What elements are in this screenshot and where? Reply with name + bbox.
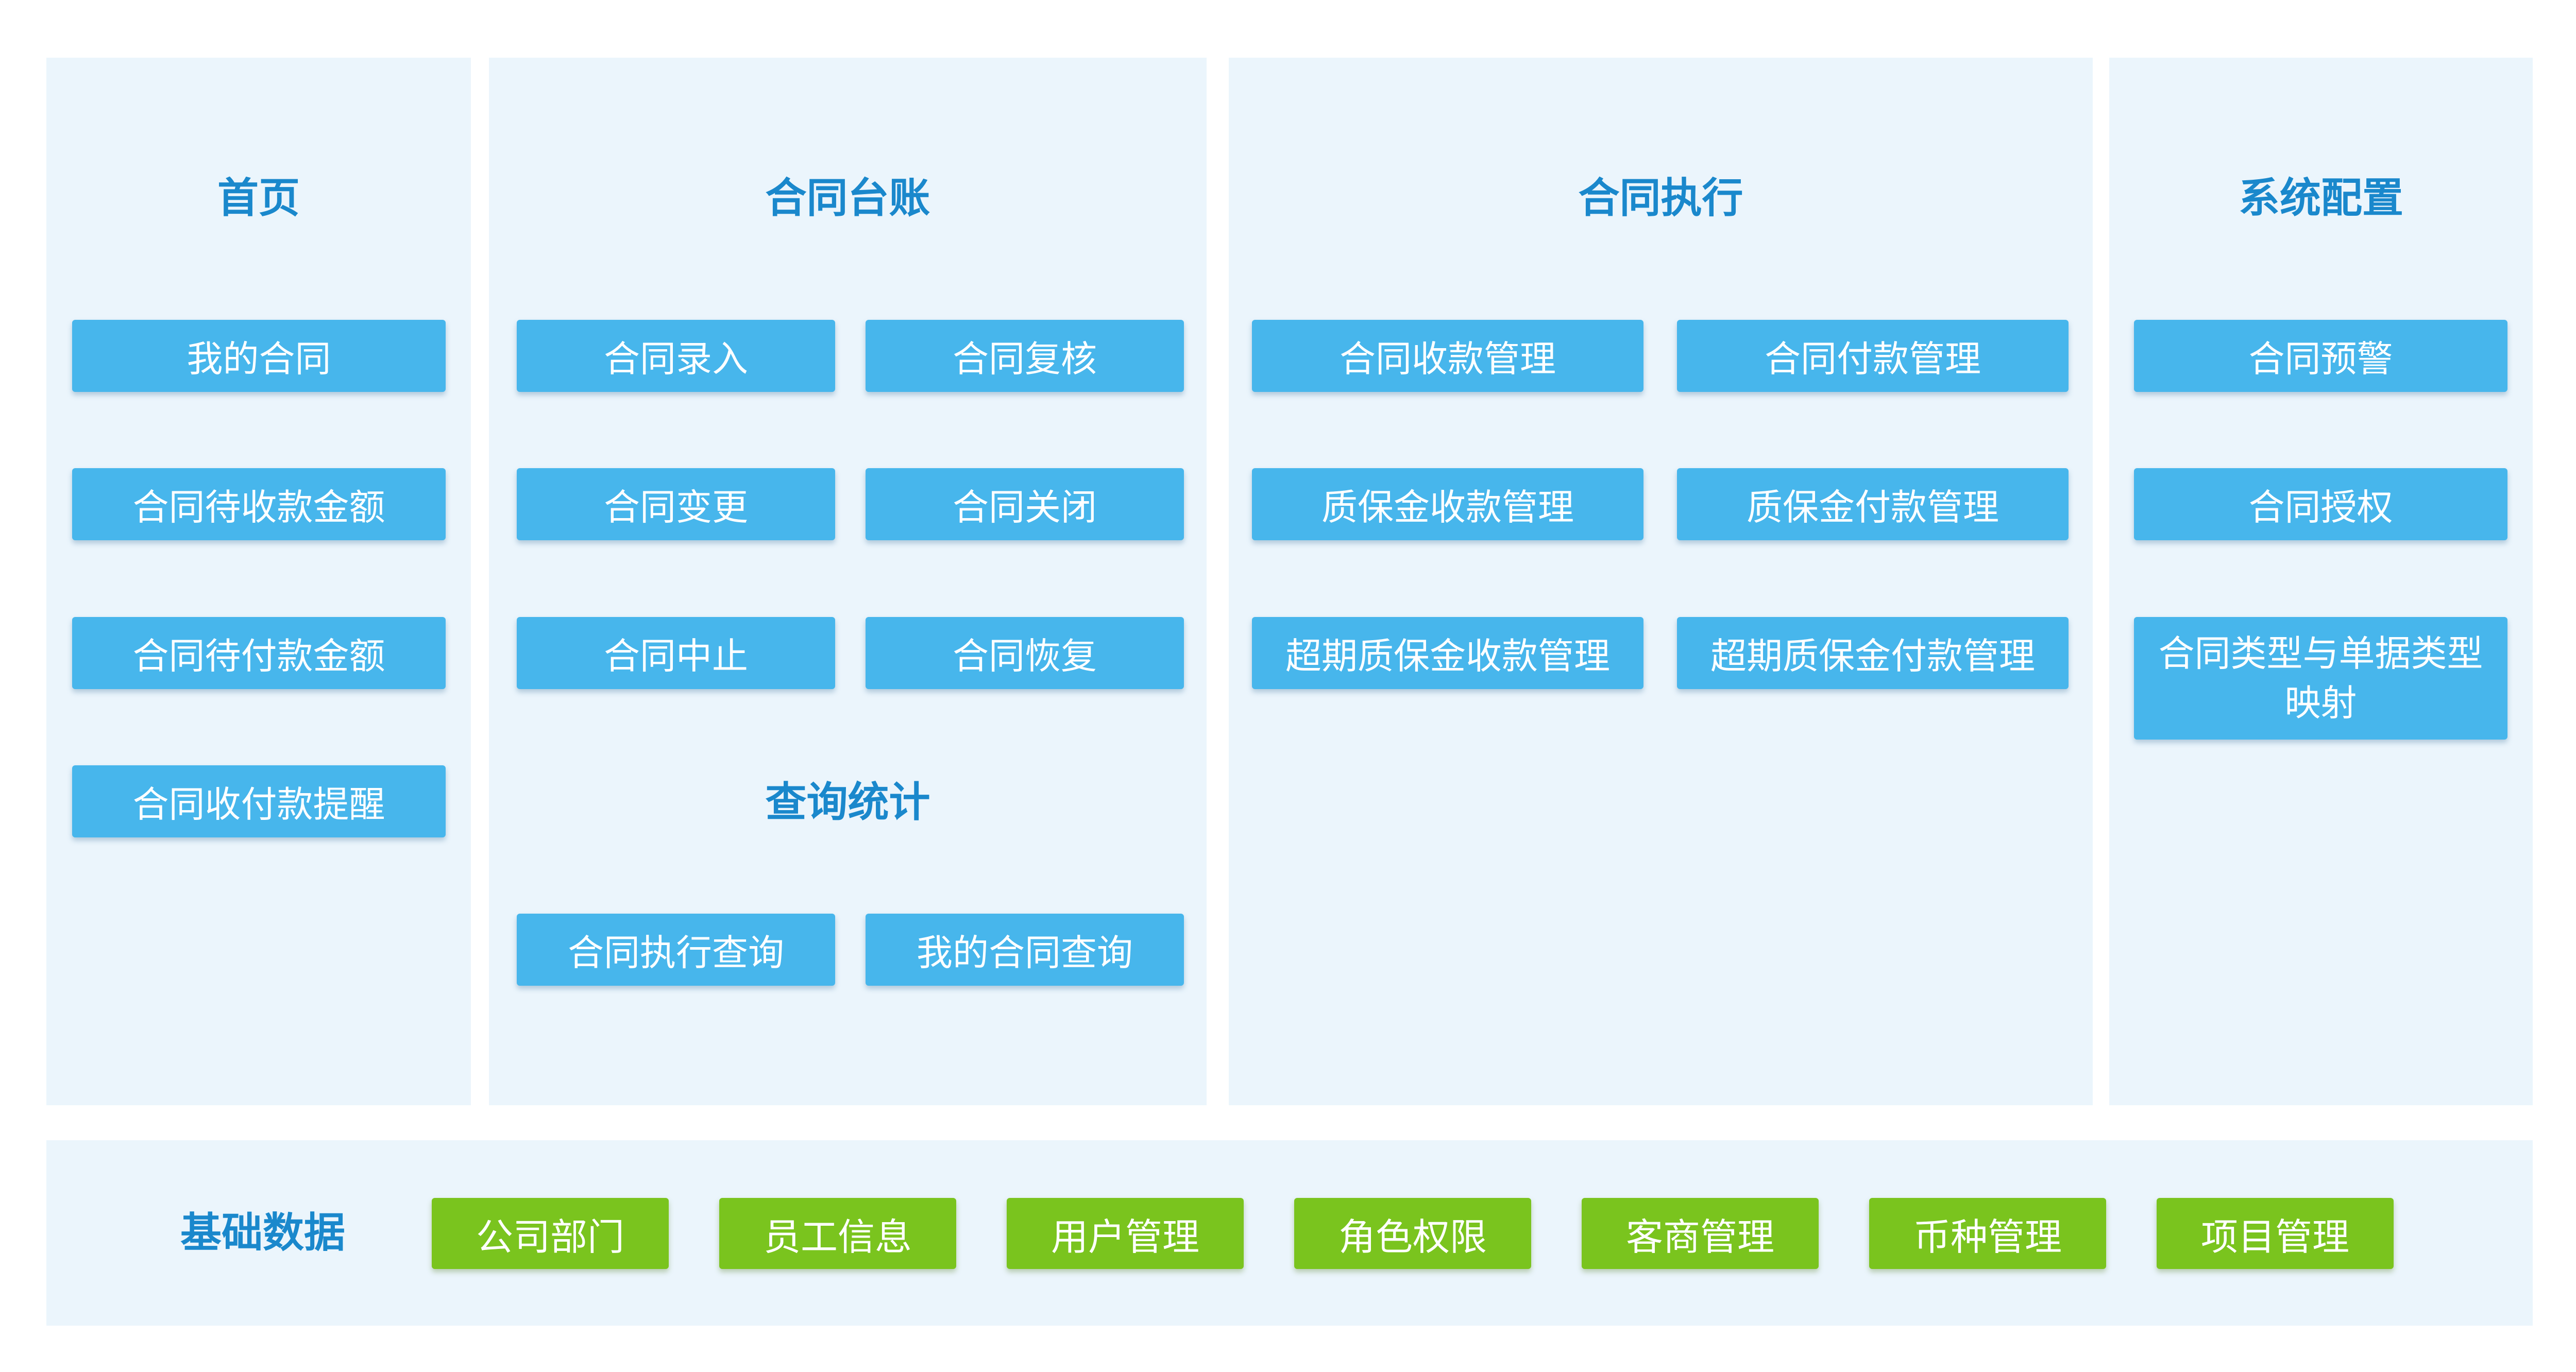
btn-contract-payment-reminder[interactable]: 合同收付款提醒: [72, 765, 446, 837]
btn-contract-authorization[interactable]: 合同授权: [2134, 468, 2507, 540]
heading-home: 首页: [217, 174, 300, 222]
heading-contract-ledger: 合同台账: [765, 174, 930, 222]
heading-system-config: 系统配置: [2239, 174, 2403, 222]
btn-contract-resume[interactable]: 合同恢复: [866, 617, 1184, 689]
btn-contract-suspend[interactable]: 合同中止: [517, 617, 835, 689]
btn-contract-pending-receipt[interactable]: 合同待收款金额: [72, 468, 446, 540]
btn-contract-review[interactable]: 合同复核: [866, 320, 1184, 392]
btn-contract-close[interactable]: 合同关闭: [866, 468, 1184, 540]
btn-overdue-warranty-payment-mgmt[interactable]: 超期质保金付款管理: [1677, 617, 2069, 689]
btn-contract-type-doc-type-mapping[interactable]: 合同类型与单据类型映射: [2134, 617, 2507, 740]
btn-contract-execution-query[interactable]: 合同执行查询: [517, 914, 835, 986]
btn-contract-change[interactable]: 合同变更: [517, 468, 835, 540]
btn-employee-info[interactable]: 员工信息: [719, 1198, 956, 1269]
panel-home: [46, 58, 471, 1105]
btn-contract-entry[interactable]: 合同录入: [517, 320, 835, 392]
btn-customer-supplier-mgmt[interactable]: 客商管理: [1582, 1198, 1819, 1269]
btn-contract-pending-payment[interactable]: 合同待付款金额: [72, 617, 446, 689]
btn-contract-payment-mgmt[interactable]: 合同付款管理: [1677, 320, 2069, 392]
panel-system-config: [2109, 58, 2533, 1105]
btn-contract-alert[interactable]: 合同预警: [2134, 320, 2507, 392]
btn-currency-mgmt[interactable]: 币种管理: [1869, 1198, 2106, 1269]
btn-my-contract-query[interactable]: 我的合同查询: [866, 914, 1184, 986]
btn-role-permission[interactable]: 角色权限: [1294, 1198, 1531, 1269]
btn-project-mgmt[interactable]: 项目管理: [2157, 1198, 2394, 1269]
btn-contract-receipt-mgmt[interactable]: 合同收款管理: [1252, 320, 1643, 392]
btn-my-contracts[interactable]: 我的合同: [72, 320, 446, 392]
btn-warranty-payment-mgmt[interactable]: 质保金付款管理: [1677, 468, 2069, 540]
heading-basic-data: 基础数据: [180, 1209, 345, 1257]
heading-query-stats: 查询统计: [765, 778, 930, 826]
btn-warranty-receipt-mgmt[interactable]: 质保金收款管理: [1252, 468, 1643, 540]
btn-overdue-warranty-receipt-mgmt[interactable]: 超期质保金收款管理: [1252, 617, 1643, 689]
panel-contract-execution: [1229, 58, 2093, 1105]
btn-company-dept[interactable]: 公司部门: [432, 1198, 669, 1269]
btn-user-mgmt[interactable]: 用户管理: [1007, 1198, 1244, 1269]
heading-contract-execution: 合同执行: [1578, 174, 1743, 222]
